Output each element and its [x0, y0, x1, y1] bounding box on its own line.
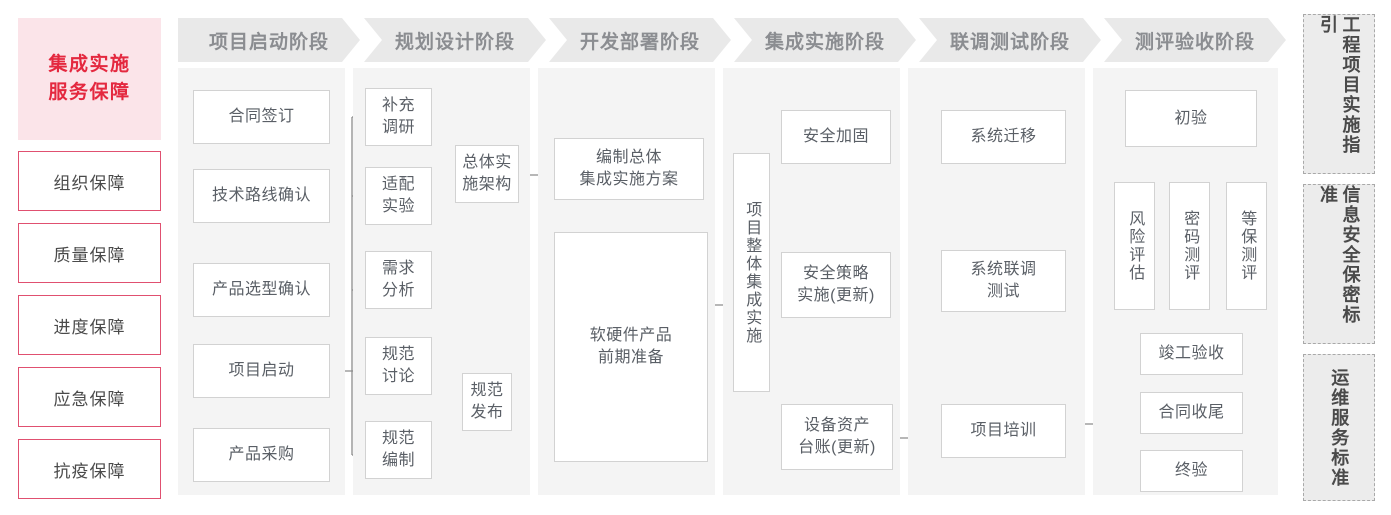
node-risk-assessment[interactable]: 风险评估 — [1114, 182, 1155, 310]
node-overall-implementation-architecture[interactable]: 总体实 施架构 — [455, 145, 519, 203]
node-line: 需求 — [381, 260, 415, 278]
node-contract-closeout[interactable]: 合同收尾 — [1140, 392, 1243, 434]
node-line: 发布 — [470, 404, 504, 421]
node-line: 编制总体 — [595, 149, 662, 167]
node-product-procurement[interactable]: 产品采购 — [193, 428, 330, 482]
standard-engineering-project-implementation-guide[interactable]: 工程项目实施指引 — [1303, 14, 1375, 174]
node-classified-protection-evaluation[interactable]: 等保测评 — [1226, 182, 1267, 310]
node-line: 软硬件产品 — [589, 327, 673, 345]
node-security-policy-implementation[interactable]: 安全策略 实施(更新) — [781, 252, 891, 318]
node-line: 实验 — [381, 198, 415, 215]
guarantee-item-quality[interactable]: 质量保障 — [18, 223, 161, 283]
node-project-training[interactable]: 项目培训 — [941, 404, 1066, 458]
node-line: 规范 — [381, 430, 415, 448]
node-cryptography-evaluation[interactable]: 密码测评 — [1169, 182, 1210, 310]
phase-header-3[interactable]: 开发部署阶段 — [549, 18, 731, 62]
node-completion-acceptance[interactable]: 竣工验收 — [1140, 333, 1243, 375]
guarantee-item-emergency[interactable]: 应急保障 — [18, 367, 161, 427]
guarantee-title-line1: 集成实施 — [48, 53, 131, 75]
node-line: 设备资产 — [803, 417, 870, 435]
node-tech-route-confirm[interactable]: 技术路线确认 — [193, 169, 330, 223]
node-system-joint-debugging-test[interactable]: 系统联调 测试 — [941, 250, 1066, 312]
node-overall-project-integration[interactable]: 项目整体集成实施 — [733, 153, 770, 392]
node-draft-overall-integration-plan[interactable]: 编制总体 集成实施方案 — [554, 138, 704, 200]
node-contract-signing[interactable]: 合同签订 — [193, 90, 330, 144]
node-line: 安全策略 — [802, 265, 869, 283]
node-spec-release[interactable]: 规范 发布 — [462, 373, 512, 431]
guarantee-title: 集成实施 服务保障 — [18, 18, 161, 140]
node-line: 台账(更新) — [798, 439, 876, 456]
node-line: 编制 — [381, 452, 415, 469]
node-security-hardening[interactable]: 安全加固 — [781, 110, 891, 164]
phase-header-4[interactable]: 集成实施阶段 — [734, 18, 916, 62]
node-line: 前期准备 — [597, 349, 664, 366]
node-line: 系统联调 — [970, 261, 1037, 279]
node-hardware-software-preparation[interactable]: 软硬件产品 前期准备 — [554, 232, 708, 462]
guarantee-title-line2: 服务保障 — [48, 82, 131, 103]
guarantee-item-organization[interactable]: 组织保障 — [18, 151, 161, 211]
phase-header-1[interactable]: 项目启动阶段 — [178, 18, 360, 62]
node-line: 规范 — [381, 346, 415, 364]
node-product-selection-confirm[interactable]: 产品选型确认 — [193, 263, 330, 317]
phase-header-5[interactable]: 联调测试阶段 — [919, 18, 1101, 62]
phase-header-6[interactable]: 测评验收阶段 — [1104, 18, 1286, 62]
node-spec-discussion[interactable]: 规范 讨论 — [365, 337, 432, 395]
node-equipment-asset-ledger[interactable]: 设备资产 台账(更新) — [781, 404, 893, 470]
standard-information-security-confidentiality[interactable]: 信息安全保密标准 — [1303, 184, 1375, 344]
node-line: 讨论 — [381, 368, 415, 385]
node-final-acceptance[interactable]: 终验 — [1140, 450, 1243, 492]
node-spec-drafting[interactable]: 规范 编制 — [365, 421, 432, 479]
node-requirement-analysis[interactable]: 需求 分析 — [365, 251, 432, 309]
node-line: 总体实 — [462, 154, 512, 172]
node-line: 施架构 — [462, 176, 512, 193]
node-system-migration[interactable]: 系统迁移 — [941, 110, 1066, 164]
node-line: 测试 — [986, 283, 1020, 300]
phase-header-2[interactable]: 规划设计阶段 — [364, 18, 546, 62]
node-line: 分析 — [381, 282, 415, 299]
node-line: 适配 — [381, 176, 415, 194]
node-supplementary-research[interactable]: 补充 调研 — [365, 88, 432, 146]
standard-operations-maintenance-service[interactable]: 运维服务标准 — [1303, 354, 1375, 501]
node-line: 补充 — [381, 97, 415, 115]
node-line: 规范 — [470, 382, 504, 400]
node-adaptation-experiment[interactable]: 适配 实验 — [365, 167, 432, 225]
node-line: 集成实施方案 — [579, 171, 679, 188]
guarantee-item-schedule[interactable]: 进度保障 — [18, 295, 161, 355]
node-line: 调研 — [381, 119, 415, 136]
node-preliminary-acceptance[interactable]: 初验 — [1125, 90, 1257, 147]
guarantee-item-epidemic[interactable]: 抗疫保障 — [18, 439, 161, 499]
node-line: 实施(更新) — [797, 287, 875, 304]
node-project-kickoff[interactable]: 项目启动 — [193, 344, 330, 398]
